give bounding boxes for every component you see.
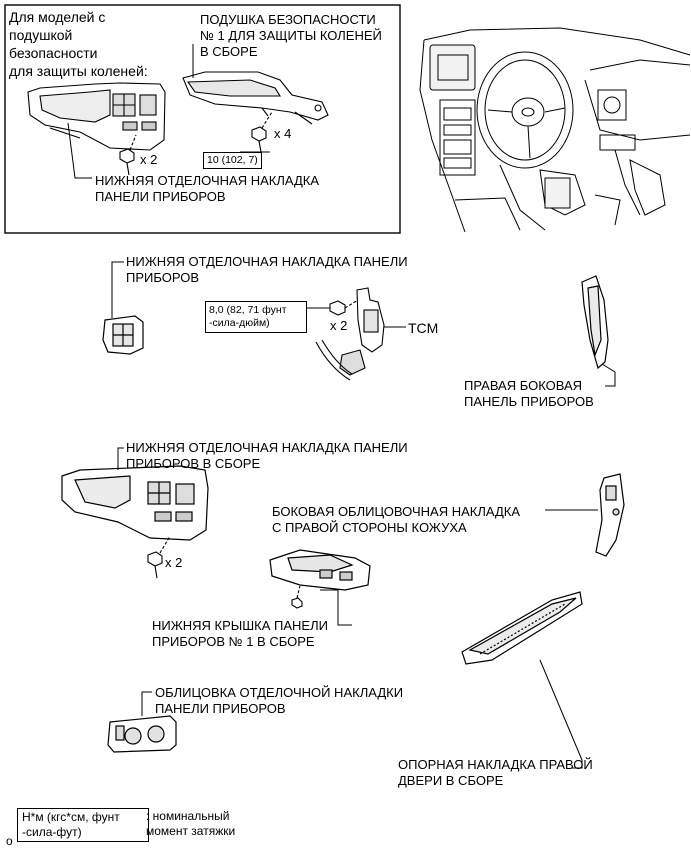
door-scuff-leader: [539, 659, 583, 769]
legend-torque-unit: Н*м (кгс*см, фунт -сила-фут): [17, 808, 149, 842]
corner-mark: o: [6, 834, 13, 848]
right-side-panel-drawing: [581, 275, 609, 370]
inset-frame: [4, 4, 401, 234]
tcm-qty: x 2: [330, 318, 348, 333]
tcm-label: TCM: [408, 320, 439, 336]
inset-qty-x2: x 2: [140, 152, 158, 167]
inset-torque-spec: 10 (102, 7): [203, 152, 262, 169]
right-side-panel-label: ПРАВАЯ БОКОВАЯ ПАНЕЛЬ ПРИБОРОВ: [464, 378, 594, 409]
cowl-side-trim-label: БОКОВАЯ ОБЛИЦОВОЧНАЯ НАКЛАДКА С ПРАВОЙ С…: [272, 504, 521, 535]
lower-cover-drawing: [269, 549, 371, 591]
lower-trim-assembly-label: НИЖНЯЯ ОТДЕЛОЧНАЯ НАКЛАДКА ПАНЕЛИ ПРИБОР…: [126, 440, 408, 471]
assembly-bolt-x2: [147, 535, 171, 579]
finish-panel-bezel-drawing: [107, 715, 177, 753]
inset-lower-trim-label: НИЖНЯЯ ОТДЕЛОЧНАЯ НАКЛАДКА ПАНЕЛИ ПРИБОР…: [95, 173, 320, 204]
lower-trim-leader: [111, 261, 124, 318]
lower-cover-screw: [291, 585, 303, 609]
tcm-nut: [329, 299, 359, 316]
inset-panel-leader: [67, 122, 92, 179]
lower-trim-assembly-leader: [117, 447, 124, 470]
lower-cover-label: НИЖНЯЯ КРЫШКА ПАНЕЛИ ПРИБОРОВ № 1 В СБОР…: [152, 618, 328, 649]
lower-trim-panel-drawing: [102, 315, 144, 355]
dashboard-overview-drawing: [419, 27, 691, 233]
finish-panel-leader: [141, 691, 152, 716]
legend-meaning: : номинальный момент затяжки: [146, 809, 236, 838]
door-scuff-plate-label: ОПОРНАЯ НАКЛАДКА ПРАВОЙ ДВЕРИ В СБОРЕ: [398, 757, 593, 788]
lower-trim-panel-label: НИЖНЯЯ ОТДЕЛОЧНАЯ НАКЛАДКА ПАНЕЛИ ПРИБОР…: [126, 254, 408, 285]
tcm-drawing: [315, 287, 385, 381]
inset-lower-trim-panel-drawing: [27, 82, 166, 151]
lower-cover-leader: [320, 589, 352, 626]
knee-airbag-drawing: [182, 71, 329, 125]
cowl-side-trim-drawing: [595, 473, 625, 557]
door-scuff-plate-drawing: [461, 591, 583, 665]
lower-trim-assembly-drawing: [61, 465, 209, 541]
tcm-torque-spec: 8,0 (82, 71 фунт -сила-дюйм): [205, 301, 307, 333]
knee-airbag-label: ПОДУШКА БЕЗОПАСНОСТИ № 1 ДЛЯ ЗАЩИТЫ КОЛЕ…: [200, 12, 382, 59]
right-side-panel-leader: [601, 363, 616, 387]
assembly-qty: x 2: [165, 555, 183, 570]
finish-panel-bezel-label: ОБЛИЦОВКА ОТДЕЛОЧНОЙ НАКЛАДКИ ПАНЕЛИ ПРИ…: [155, 685, 404, 716]
inset-bolt-x2: [119, 134, 137, 176]
inset-heading: Для моделей с подушкой безопасности для …: [9, 9, 148, 79]
inset-bolt-x4: [251, 111, 273, 153]
inset-qty-x4: x 4: [274, 126, 292, 141]
